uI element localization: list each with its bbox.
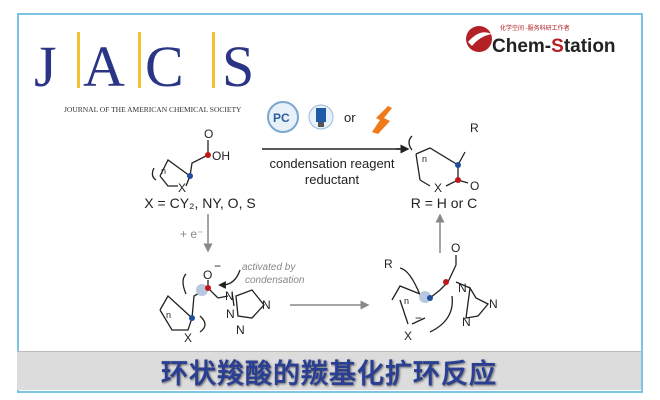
ring-size-label: n bbox=[166, 310, 171, 320]
or-label: or bbox=[344, 110, 356, 125]
atom-label: N bbox=[458, 281, 467, 295]
atom-label: N bbox=[462, 315, 471, 329]
atom-label: N bbox=[226, 307, 235, 321]
logo-divider bbox=[212, 32, 215, 88]
charge-label: − bbox=[214, 259, 221, 273]
chemstation-logo: 化学空间 -服务科研工作者 Chem-Station bbox=[466, 24, 616, 57]
charge-label: − bbox=[415, 311, 422, 325]
electron-addition-label: + e⁻ bbox=[180, 227, 203, 241]
title-bar bbox=[17, 351, 641, 390]
ring-size-label: n bbox=[404, 296, 409, 306]
logo-letter-j: J bbox=[34, 34, 57, 99]
atom-label: N bbox=[262, 298, 271, 312]
ring-size-label: n bbox=[422, 154, 427, 164]
jacs-logo: J A C S JOURNAL OF THE AMERICAN CHEMICAL… bbox=[34, 32, 254, 114]
journal-subtitle: JOURNAL OF THE AMERICAN CHEMICAL SOCIETY bbox=[64, 105, 242, 114]
atom-label: N bbox=[236, 323, 245, 337]
logo-divider bbox=[77, 32, 80, 88]
chemstation-tagline: 化学空间 -服务科研工作者 bbox=[500, 24, 570, 32]
product-scope-label: R = H or C bbox=[411, 195, 478, 211]
figure-title: 环状羧酸的羰基化扩环反应 bbox=[161, 359, 497, 390]
light-bulb-icon bbox=[308, 104, 334, 130]
chemstation-name: Chem-Station bbox=[492, 36, 616, 57]
atom-label: X bbox=[434, 181, 442, 195]
logo-letter-a: A bbox=[83, 34, 125, 99]
atom-label: O bbox=[470, 179, 479, 193]
substrate-scope-label: X = CY₂, NY, O, S bbox=[144, 195, 255, 211]
electricity-plug-icon bbox=[372, 106, 392, 134]
atom-label: R bbox=[384, 257, 393, 271]
condition-line-2: reductant bbox=[305, 172, 360, 187]
condition-line-1: condensation reagent bbox=[269, 156, 394, 171]
logo-divider bbox=[138, 32, 141, 88]
atom-label: O bbox=[204, 127, 213, 141]
atom-label: X bbox=[404, 329, 412, 343]
activation-note: activated by bbox=[242, 262, 296, 273]
atom-highlights bbox=[187, 152, 461, 321]
svg-text:PC: PC bbox=[273, 111, 290, 125]
figure-frame bbox=[17, 13, 643, 393]
photocatalyst-icon: PC bbox=[267, 101, 299, 133]
logo-letter-c: C bbox=[145, 34, 184, 99]
atom-label: N bbox=[489, 297, 498, 311]
atom-label: X bbox=[178, 181, 186, 195]
atom-label: R bbox=[470, 121, 479, 135]
atom-label: X bbox=[184, 331, 192, 345]
atom-label: N bbox=[225, 289, 234, 303]
activation-note: condensation bbox=[245, 275, 305, 286]
logo-letter-s: S bbox=[222, 34, 254, 99]
atom-label: O bbox=[203, 268, 212, 282]
ring-size-label: n bbox=[161, 166, 166, 176]
atom-label: O bbox=[451, 241, 460, 255]
atom-label: OH bbox=[212, 149, 230, 163]
